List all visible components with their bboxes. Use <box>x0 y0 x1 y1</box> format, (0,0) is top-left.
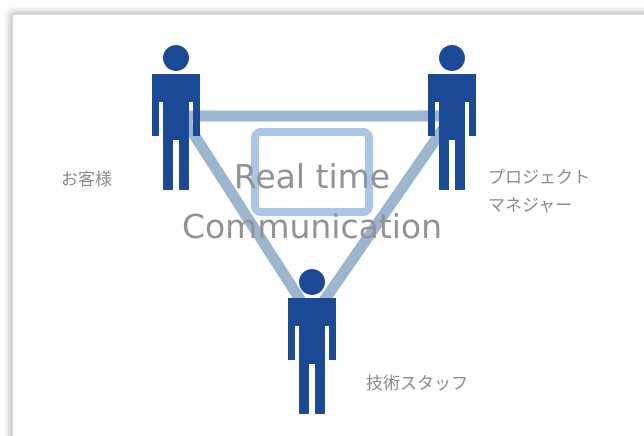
connector-customer-tech <box>177 113 317 321</box>
tech-label: 技術スタッフ <box>366 374 468 394</box>
connector-pm-tech <box>307 112 457 322</box>
person-icon <box>428 45 476 190</box>
person-icon <box>152 45 200 190</box>
pm-label-line2: マネジャー <box>488 196 573 216</box>
customer-label: お客様 <box>61 170 112 190</box>
slide-panel <box>12 14 644 436</box>
pm-label-line1: プロジェクト <box>488 168 590 188</box>
connectors <box>177 110 457 322</box>
monitor-icon <box>251 128 373 216</box>
center-caption-line2: Communication <box>181 207 443 246</box>
center-caption-line1: Real time <box>233 157 391 196</box>
person-icon <box>288 269 336 414</box>
